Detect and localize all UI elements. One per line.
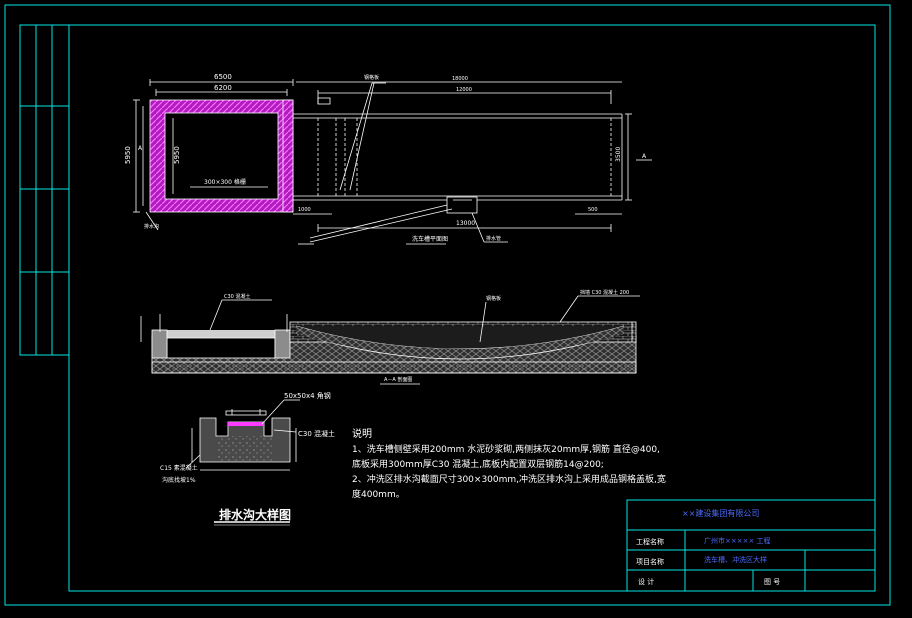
title-design-label: 设 计 <box>638 577 654 586</box>
plan-dim-left-outer: 5950 <box>124 146 132 164</box>
drain-sump <box>446 196 478 214</box>
detail-slope-label-1: C15 素混凝土 <box>160 464 198 472</box>
title-drawing-no-label: 图 号 <box>764 578 780 586</box>
title-company: ××建设集团有限公司 <box>682 508 759 518</box>
notes-line-4: 度400mm。 <box>352 490 405 500</box>
drain-detail <box>185 399 300 526</box>
plan-dim-bottom-right: 500 <box>588 207 598 213</box>
title-project-value: 广州市××××× 工程 <box>704 536 771 545</box>
plan-leader-top: 钢格板 <box>364 74 379 81</box>
notes-line-2: 底板采用300mm厚C30 混凝土,底板内配置双层钢筋14@200; <box>352 460 604 470</box>
section-label-top-mid: 钢格板 <box>486 295 501 302</box>
title-item-label: 项目名称 <box>636 557 664 566</box>
plan-drain-note: 排水管 <box>486 235 501 242</box>
notes-line-1: 1、洗车槽侧壁采用200mm 水泥砂浆砌,两侧抹灰20mm厚,钢筋 直径@400… <box>352 445 660 455</box>
title-block <box>626 499 876 592</box>
detail-concrete-label: C30 混凝土 <box>298 429 335 438</box>
plan-dim-bottom-span: 13000 <box>456 220 475 227</box>
plan-note-left: 排水沟 <box>144 223 159 230</box>
plan-dim-bottom-left: 1000 <box>298 207 311 213</box>
plan-section-mark-right: A <box>642 153 647 160</box>
outer-border <box>4 4 891 606</box>
notes-heading: 说明 <box>352 429 372 440</box>
title-project-label: 工程名称 <box>636 537 664 546</box>
plan-dim-span-total: 18000 <box>452 76 468 82</box>
tank-inner-pit <box>164 112 279 200</box>
detail-title: 排水沟大样图 <box>219 507 291 522</box>
plan-section-mark-left: A <box>138 145 143 152</box>
plan-dim-left-inner: 5950 <box>173 146 181 164</box>
grate-cover <box>228 422 264 426</box>
section-label-top-left: C30 混凝土 <box>224 293 250 300</box>
plan-grate-label: 300×300 格栅 <box>204 178 246 186</box>
section-view <box>140 295 640 385</box>
drawing-frame <box>4 4 891 606</box>
trench-strip <box>282 99 294 213</box>
plan-dim-span-inner: 12000 <box>456 87 472 93</box>
section-label-top-right: 挡墙 C30 混凝土 200 <box>580 289 629 296</box>
plan-title: 洗车槽平面图 <box>412 235 448 243</box>
section-base <box>151 361 637 374</box>
notes-line-3: 2、冲洗区排水沟截面尺寸300×300mm,冲洗区排水沟上采用成品钢格盖板,宽 <box>352 475 666 485</box>
section-title: A－A 剖面图 <box>384 376 412 383</box>
plan-dim-top-outer: 6500 <box>214 73 232 81</box>
binding-strip <box>19 24 70 356</box>
plan-view <box>133 79 652 245</box>
title-item-value: 洗车槽、冲洗区大样 <box>704 555 767 564</box>
detail-slope-label-2: 沟底找坡1% <box>162 476 196 484</box>
detail-grate-label: 50x50x4 角钢 <box>284 391 331 400</box>
plan-dim-top-inner: 6200 <box>214 84 232 92</box>
plan-dim-right: 3500 <box>615 147 622 162</box>
